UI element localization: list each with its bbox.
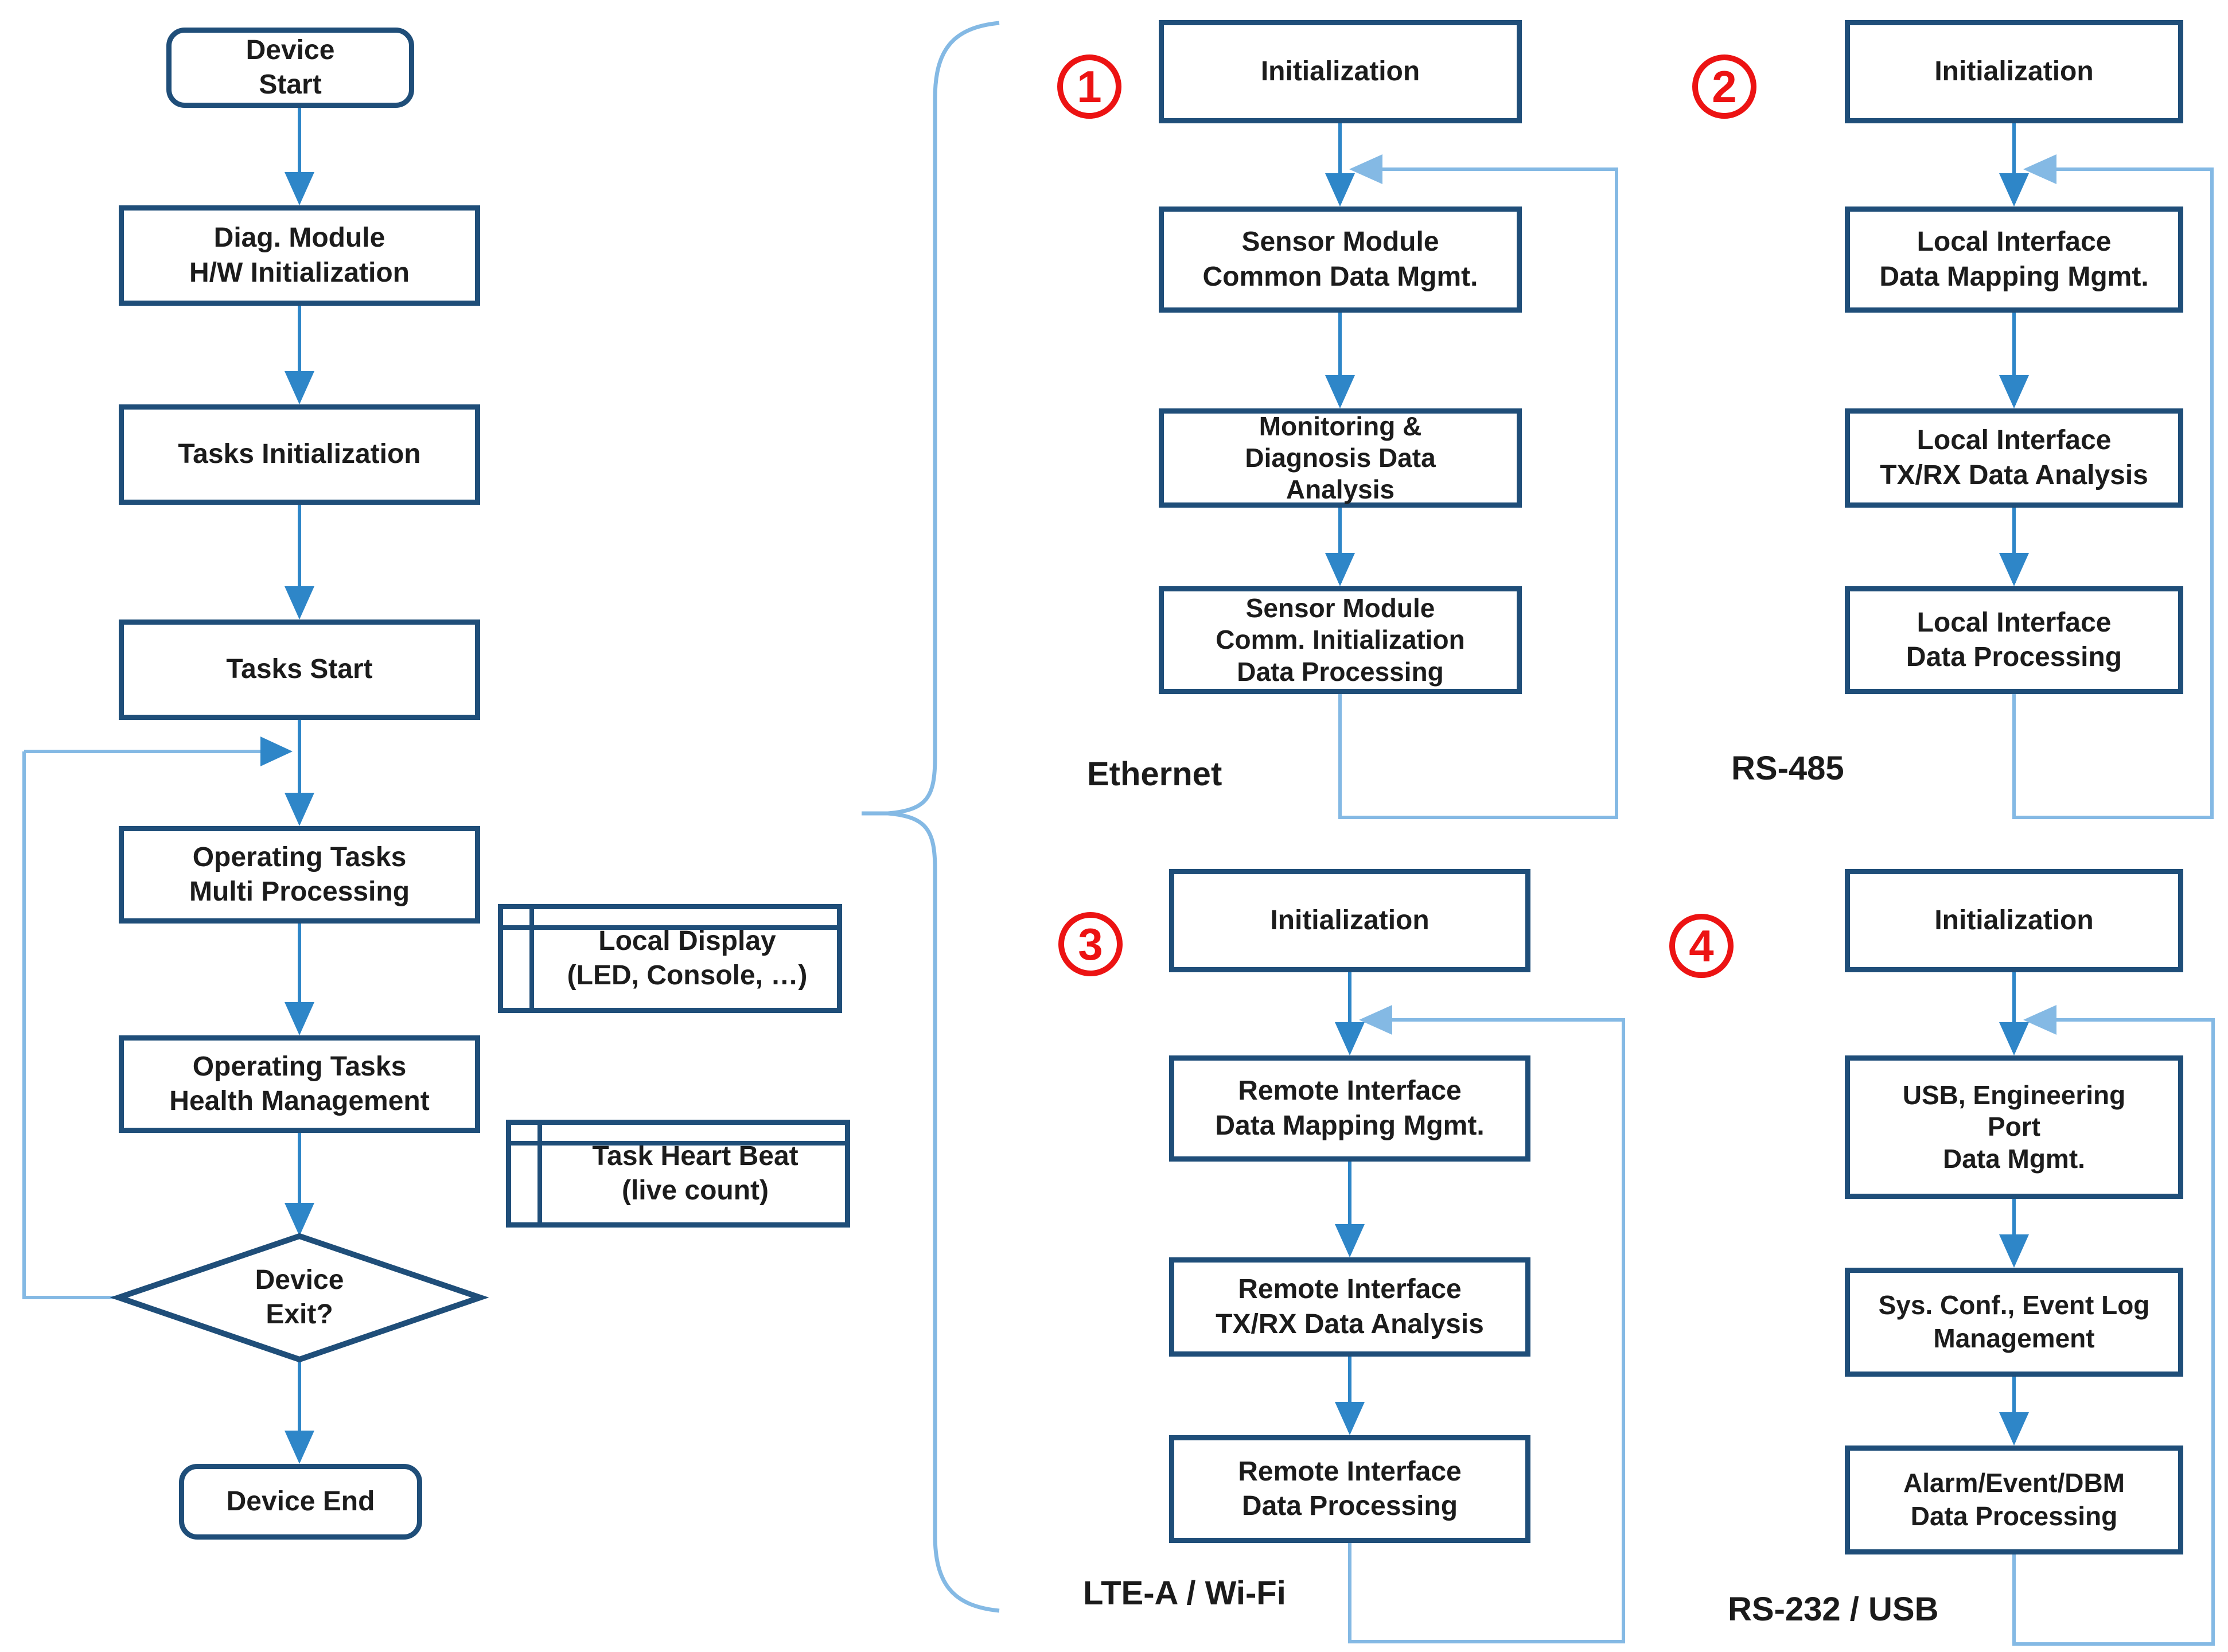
subflow-3-step-2: Remote Interface TX/RX Data Analysis	[1169, 1257, 1530, 1357]
subflow-1-step-3: Sensor Module Comm. Initialization Data …	[1159, 586, 1522, 694]
device-exit-diamond-shape	[110, 1233, 489, 1363]
curly-brace	[862, 21, 1000, 1613]
subflow-2-step-3: Local Interface Data Processing	[1845, 586, 2183, 694]
subflow-3-loop	[1348, 1005, 1625, 1643]
main-flow-connectors	[285, 108, 314, 1464]
subflow-4-label: RS-232 / USB	[1728, 1591, 1939, 1628]
subflow-4-step-1: USB, Engineering Port Data Mgmt.	[1845, 1055, 2183, 1199]
subflow-3-step-1: Remote Interface Data Mapping Mgmt.	[1169, 1055, 1530, 1162]
subflow-1-step-2: Monitoring & Diagnosis Data Analysis	[1159, 408, 1522, 508]
subflow-1-connectors	[1325, 123, 1355, 586]
subflow-1-step-0: Initialization	[1159, 20, 1522, 123]
note-task-heart-beat-label: Task Heart Beat (live count)	[592, 1140, 799, 1206]
node-tasks-initialization: Tasks Initialization	[119, 404, 480, 505]
subflow-3-connectors	[1335, 972, 1365, 1435]
subflow-4-step-3: Alarm/Event/DBM Data Processing	[1845, 1446, 2183, 1554]
main-flow-loop	[22, 737, 293, 1299]
node-diag-module-hw-init: Diag. Module H/W Initialization	[119, 205, 480, 306]
subflow-2-label: RS-485	[1731, 750, 1844, 787]
subflow-3-number-badge: 3	[1058, 912, 1123, 976]
node-device-end: Device End	[179, 1464, 422, 1540]
subflow-2-step-2: Local Interface TX/RX Data Analysis	[1845, 408, 2183, 508]
subflow-1-loop	[1338, 154, 1618, 819]
note-header-divider	[511, 1141, 845, 1146]
note-local-display: Local Display (LED, Console, …)	[498, 904, 842, 1013]
subflow-2-loop	[2012, 154, 2214, 819]
subflow-4-number-badge: 4	[1669, 914, 1734, 978]
subflow-1-step-1: Sensor Module Common Data Mgmt.	[1159, 206, 1522, 313]
subflow-4-loop	[2012, 1005, 2215, 1646]
subflow-4-connectors	[1999, 972, 2029, 1446]
subflow-3-step-3: Remote Interface Data Processing	[1169, 1435, 1530, 1543]
subflow-4-step-2: Sys. Conf., Event Log Management	[1845, 1268, 2183, 1377]
node-operating-tasks-health-management: Operating Tasks Health Management	[119, 1035, 480, 1133]
subflow-3-step-0: Initialization	[1169, 869, 1530, 972]
subflow-4-step-0: Initialization	[1845, 869, 2183, 972]
subflow-1-label: Ethernet	[1087, 755, 1222, 793]
note-header-divider	[503, 925, 837, 930]
node-operating-tasks-multi-processing: Operating Tasks Multi Processing	[119, 826, 480, 924]
note-task-heart-beat: Task Heart Beat (live count)	[506, 1120, 850, 1228]
subflow-3-label: LTE-A / Wi-Fi	[1083, 1575, 1286, 1612]
note-local-display-label: Local Display (LED, Console, …)	[567, 925, 808, 991]
subflow-2-connectors	[1999, 123, 2029, 586]
subflow-2-step-1: Local Interface Data Mapping Mgmt.	[1845, 206, 2183, 313]
decision-device-exit-label: Device Exit?	[255, 1264, 344, 1330]
node-tasks-start: Tasks Start	[119, 620, 480, 720]
subflow-2-step-0: Initialization	[1845, 20, 2183, 123]
node-device-start: Device Start	[166, 28, 414, 108]
subflow-2-number-badge: 2	[1692, 54, 1756, 119]
note-left-divider	[537, 1125, 542, 1222]
note-left-divider	[529, 909, 534, 1008]
subflow-1-number-badge: 1	[1057, 54, 1121, 119]
